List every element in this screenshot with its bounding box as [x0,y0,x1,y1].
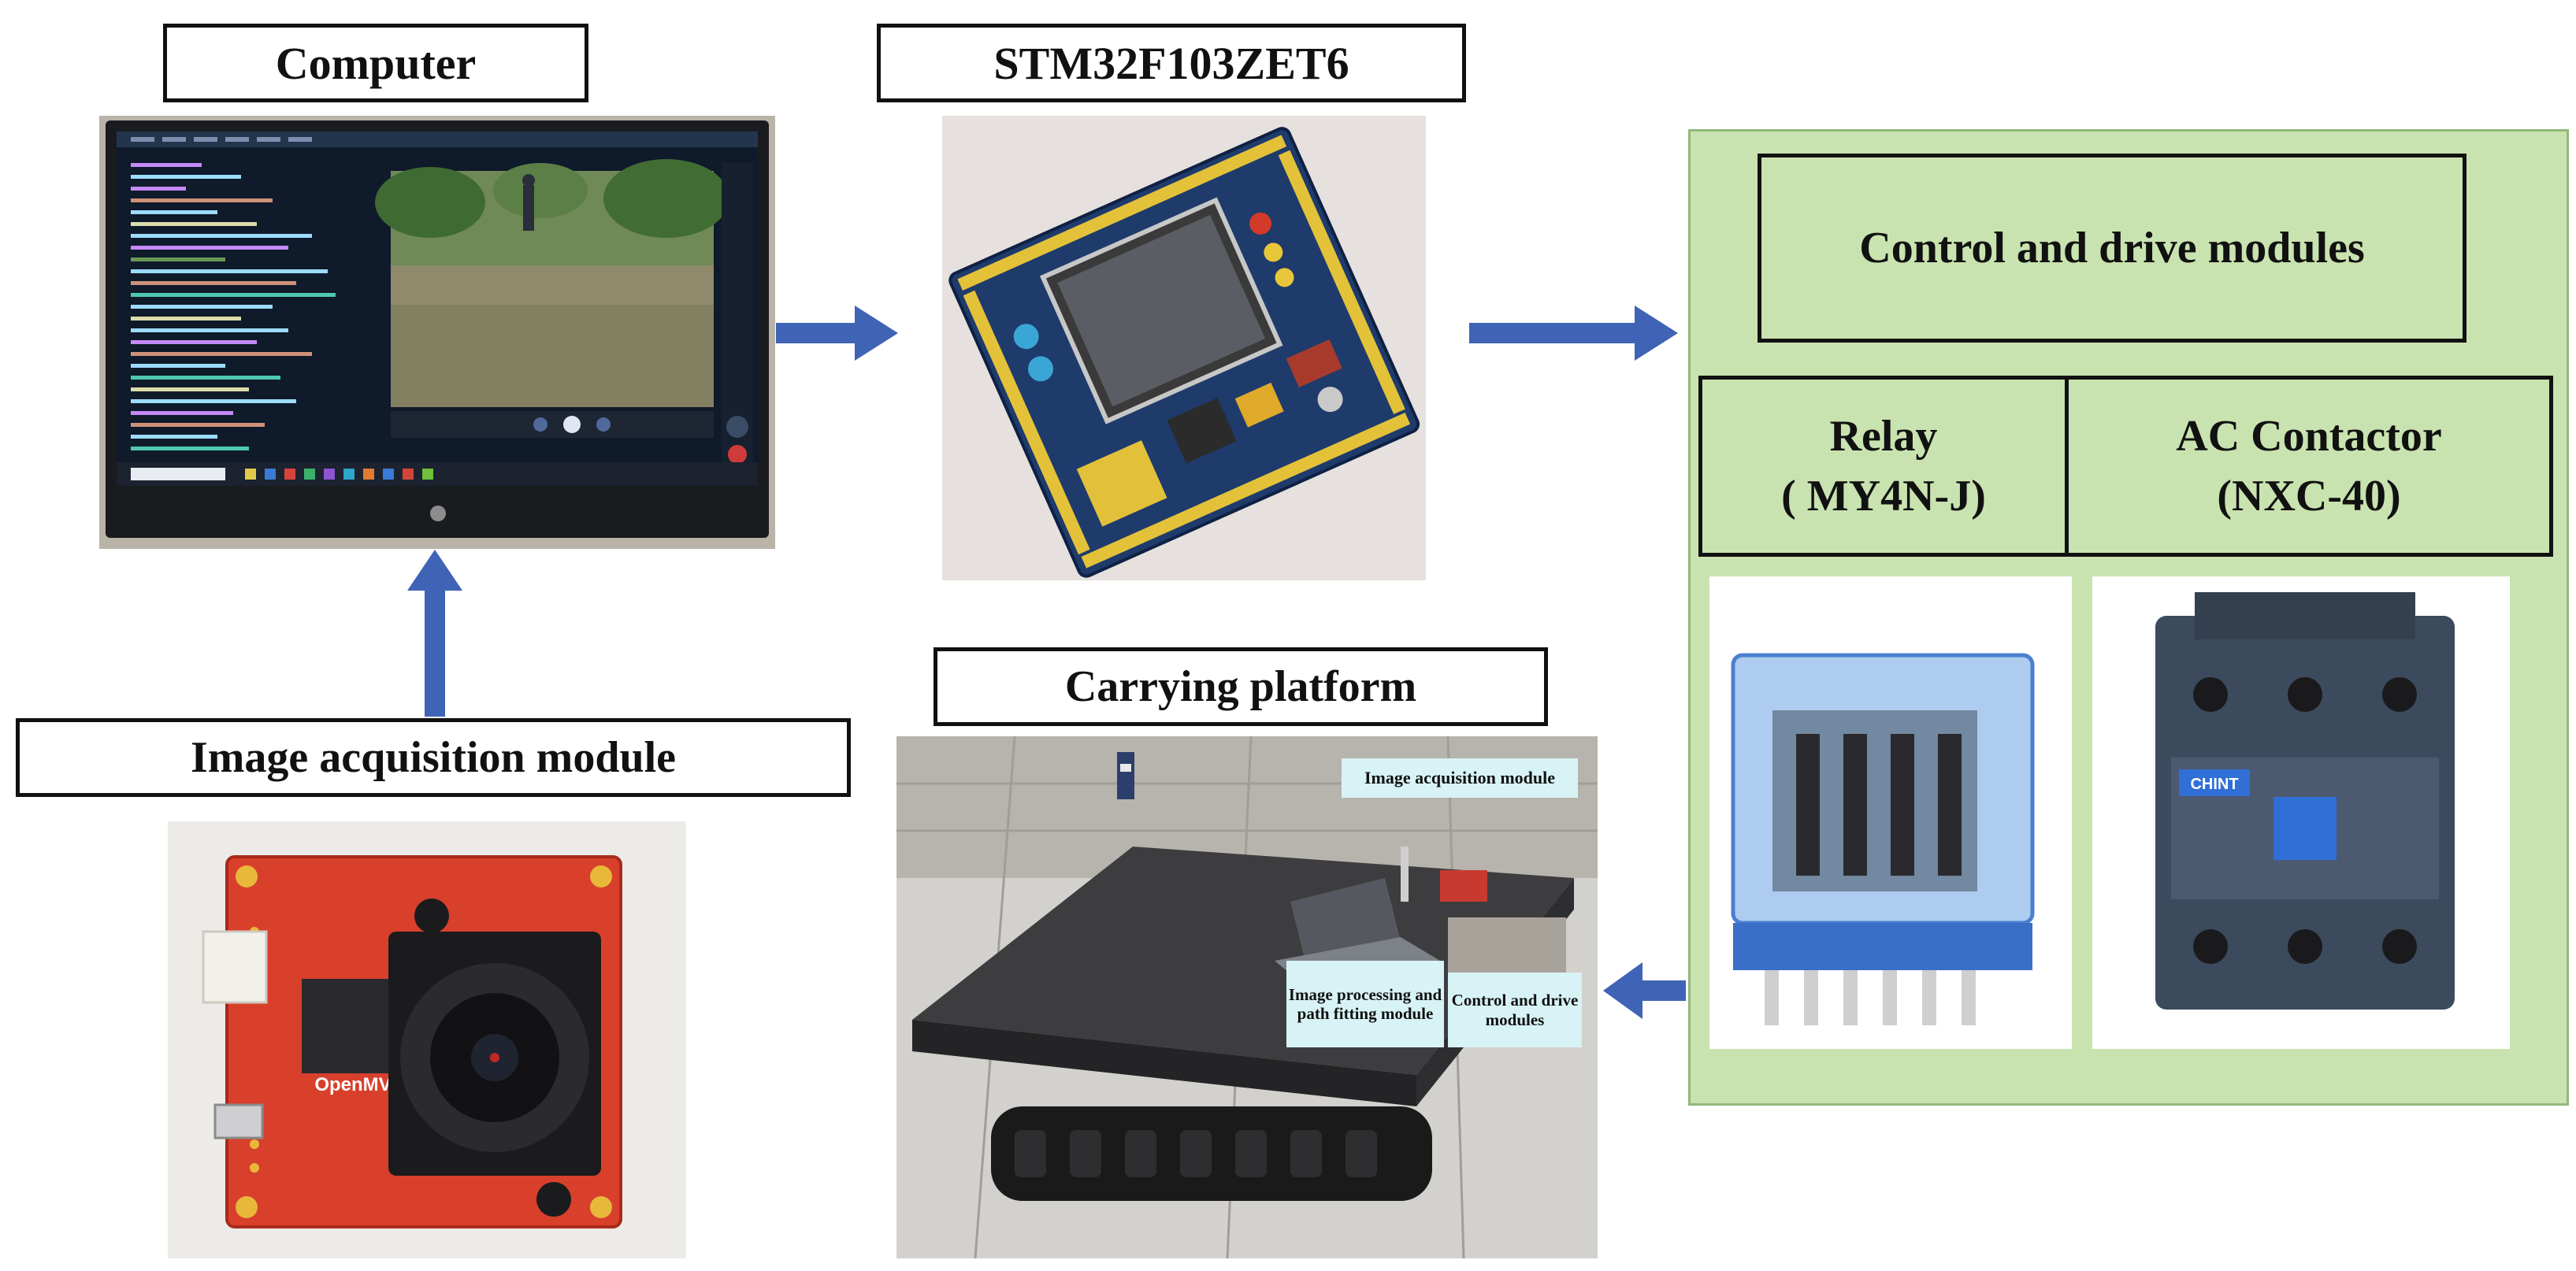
callout-image-processing-text: Image processing and path fitting module [1288,984,1442,1023]
image-acquisition-label: Image acquisition module [16,718,851,797]
carrying-platform-label-text: Carrying platform [1064,662,1417,711]
control-drive-title: Control and drive modules [1859,224,2365,272]
callout-image-processing: Image processing and path fitting module [1286,961,1444,1047]
contactor-name: AC Contactor [2176,412,2442,461]
control-drive-title-box: Control and drive modules [1758,154,2467,343]
openmv-camera-photo: OpenMV [168,821,686,1258]
carrying-platform-label: Carrying platform [934,647,1548,726]
relay-photo [1709,576,2072,1049]
callout-image-acquisition-text: Image acquisition module [1364,768,1556,788]
relay-model: ( MY4N-J) [1781,472,1986,521]
arrow-camera-to-computer [407,550,462,717]
image-acquisition-label-text: Image acquisition module [190,733,677,782]
contactor-model: (NXC-40) [2217,472,2401,521]
arrow-control-to-platform [1603,962,1686,1019]
stm32-board-photo [942,116,1426,580]
control-drive-panel: Control and drive modules Relay ( MY4N-J… [1688,129,2569,1106]
callout-image-acquisition: Image acquisition module [1342,758,1578,798]
relay-box: Relay ( MY4N-J) [1698,376,2069,557]
relay-name: Relay [1829,412,1938,461]
computer-photo [99,116,775,549]
computer-label: Computer [163,24,588,102]
openmv-logo-text: OpenMV [314,1074,391,1095]
carrying-platform-photo: Image acquisition module Image processin… [896,736,1598,1258]
contactor-box: AC Contactor (NXC-40) [2065,376,2553,557]
callout-control-drive: Control and drive modules [1448,973,1582,1047]
arrow-mcu-to-control [1469,306,1678,361]
mcu-label: STM32F103ZET6 [877,24,1466,102]
computer-label-text: Computer [275,37,477,89]
contactor-brand-text: CHINT [2190,776,2238,793]
arrow-computer-to-mcu [776,306,898,361]
callout-control-drive-text: Control and drive modules [1451,991,1579,1029]
mcu-label-text: STM32F103ZET6 [993,37,1349,89]
contactor-photo: CHINT [2092,576,2510,1049]
